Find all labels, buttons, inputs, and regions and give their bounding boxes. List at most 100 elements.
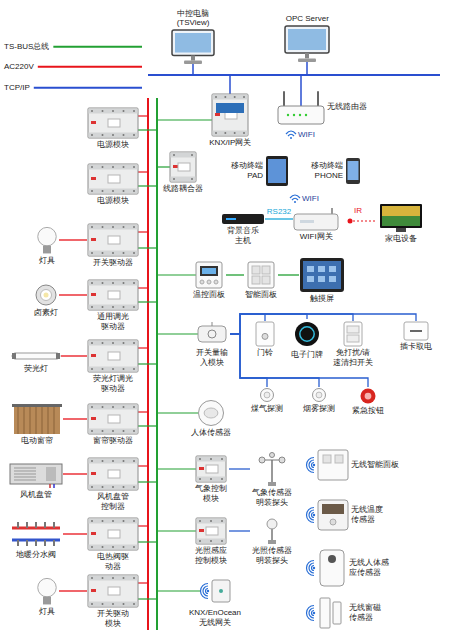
terminal-strip xyxy=(213,131,248,136)
bus-stub xyxy=(157,468,196,469)
fancoil-node: 风机盘管 xyxy=(9,459,63,501)
bus-stub xyxy=(157,333,198,334)
label-window xyxy=(108,530,120,538)
terminal-strip xyxy=(89,251,138,256)
monitor-screen xyxy=(288,29,326,50)
device-label: 地暖分水阀 xyxy=(16,550,57,560)
doorplate-ring xyxy=(300,327,314,341)
inputbox-icon xyxy=(198,322,226,342)
device-label: 紧急按钮 xyxy=(352,406,385,416)
curtain-cloth xyxy=(14,407,60,434)
device-label: OPC Server xyxy=(285,14,329,24)
panel-key xyxy=(262,266,270,274)
wifi-symbol xyxy=(292,198,298,200)
tube-cap xyxy=(12,353,16,359)
touch-tile xyxy=(329,266,336,272)
phone-screen xyxy=(348,161,359,180)
module-body xyxy=(88,164,138,194)
terminal-screw xyxy=(133,430,135,432)
label-window xyxy=(206,465,218,473)
panel-key xyxy=(252,276,260,284)
smartpanel-node: 智能面板 xyxy=(244,261,278,301)
fan-coil-grille xyxy=(14,474,36,475)
phone-node: 移动终端 PHONE xyxy=(308,157,361,185)
terminal-screw xyxy=(102,520,104,522)
dndswitch-icon xyxy=(344,322,362,346)
label-block: 卤素灯 xyxy=(34,308,59,318)
phone-icon xyxy=(346,158,360,184)
wpanel-node: 无线智能面板 xyxy=(317,449,400,481)
bus-stub xyxy=(157,274,196,275)
bus-stub xyxy=(157,412,198,413)
tcpip-stub xyxy=(229,75,231,94)
thermo-node: 温控面板 xyxy=(192,261,226,301)
valve xyxy=(35,540,37,546)
detector-center xyxy=(264,392,270,398)
terminal-strip xyxy=(89,576,138,581)
terminal-screw xyxy=(221,540,223,542)
device-label: 电动窗帘 xyxy=(21,436,54,446)
terminal-screw xyxy=(133,486,135,488)
power-stub xyxy=(138,411,148,412)
terminal-screw xyxy=(133,282,135,284)
touch-tile xyxy=(307,276,314,282)
panel-key xyxy=(323,455,331,463)
module-body xyxy=(88,224,138,256)
detector-icon xyxy=(313,389,326,402)
cable-connector xyxy=(229,468,250,469)
terminal-strip xyxy=(89,165,138,170)
touch-tile xyxy=(318,266,325,272)
gateway-display xyxy=(216,103,244,113)
bus-stub xyxy=(138,301,157,302)
terminal-strip xyxy=(89,281,138,286)
monitor-base xyxy=(298,58,316,62)
terminal-strip xyxy=(89,602,138,607)
terminal-screw xyxy=(173,154,175,156)
enocean-icon xyxy=(201,580,231,602)
cable-connector xyxy=(229,530,250,531)
terminal-screw xyxy=(221,458,223,460)
terminal-strip xyxy=(89,133,138,138)
panel-button xyxy=(200,280,204,284)
terminal-strip xyxy=(89,367,138,372)
label-block: 开关驱动模块 xyxy=(96,609,130,628)
terminal-screw xyxy=(123,226,125,228)
terminal-screw xyxy=(210,540,212,542)
label-holder: WIFI xyxy=(298,130,315,140)
edge-label: RS232 xyxy=(267,207,291,217)
device-label: KNX/EnOcean 无线网关 xyxy=(187,608,243,627)
terminal-screw xyxy=(123,134,125,136)
terminal-screw xyxy=(123,252,125,254)
wwindow-node: 无线窗磁传感器 xyxy=(317,597,384,629)
device-label: 开关驱动模块 xyxy=(96,609,130,628)
power-stub xyxy=(138,465,148,466)
cable-connector xyxy=(230,314,307,334)
doorbell-button xyxy=(262,333,268,339)
terminal-screw xyxy=(102,577,104,579)
curtain-node: 电动窗帘 xyxy=(11,403,63,447)
label-block: 电热阀驱动器 xyxy=(96,552,130,571)
tv-node: 家电设备 xyxy=(379,203,423,245)
terminal-screw xyxy=(133,368,135,370)
label-block: 气象控制模块 xyxy=(194,484,228,503)
terminal-screw xyxy=(234,96,236,98)
terminal-screw xyxy=(224,96,226,98)
tcpip-stub xyxy=(192,64,194,75)
label-block: 移动终端 PAD xyxy=(229,161,263,180)
device-label: 无线温度传感器 xyxy=(351,505,385,524)
sensor-base xyxy=(268,482,276,486)
terminal-screw xyxy=(123,546,125,548)
terminal-screw xyxy=(91,460,93,462)
bus-stub xyxy=(157,166,170,167)
label-block: 灯具 xyxy=(39,256,56,266)
legend-text: TCP/IP xyxy=(4,83,30,93)
signal-label: IR xyxy=(354,206,362,216)
cardswitch-node: 插卡取电 xyxy=(399,321,433,353)
terminal-screw xyxy=(173,178,175,180)
terminal-screw xyxy=(102,306,104,308)
touch-tile xyxy=(318,276,325,282)
valve xyxy=(26,522,28,528)
terminal-screw xyxy=(123,166,125,168)
wireless-dot xyxy=(313,567,315,569)
module-icon xyxy=(88,518,138,550)
